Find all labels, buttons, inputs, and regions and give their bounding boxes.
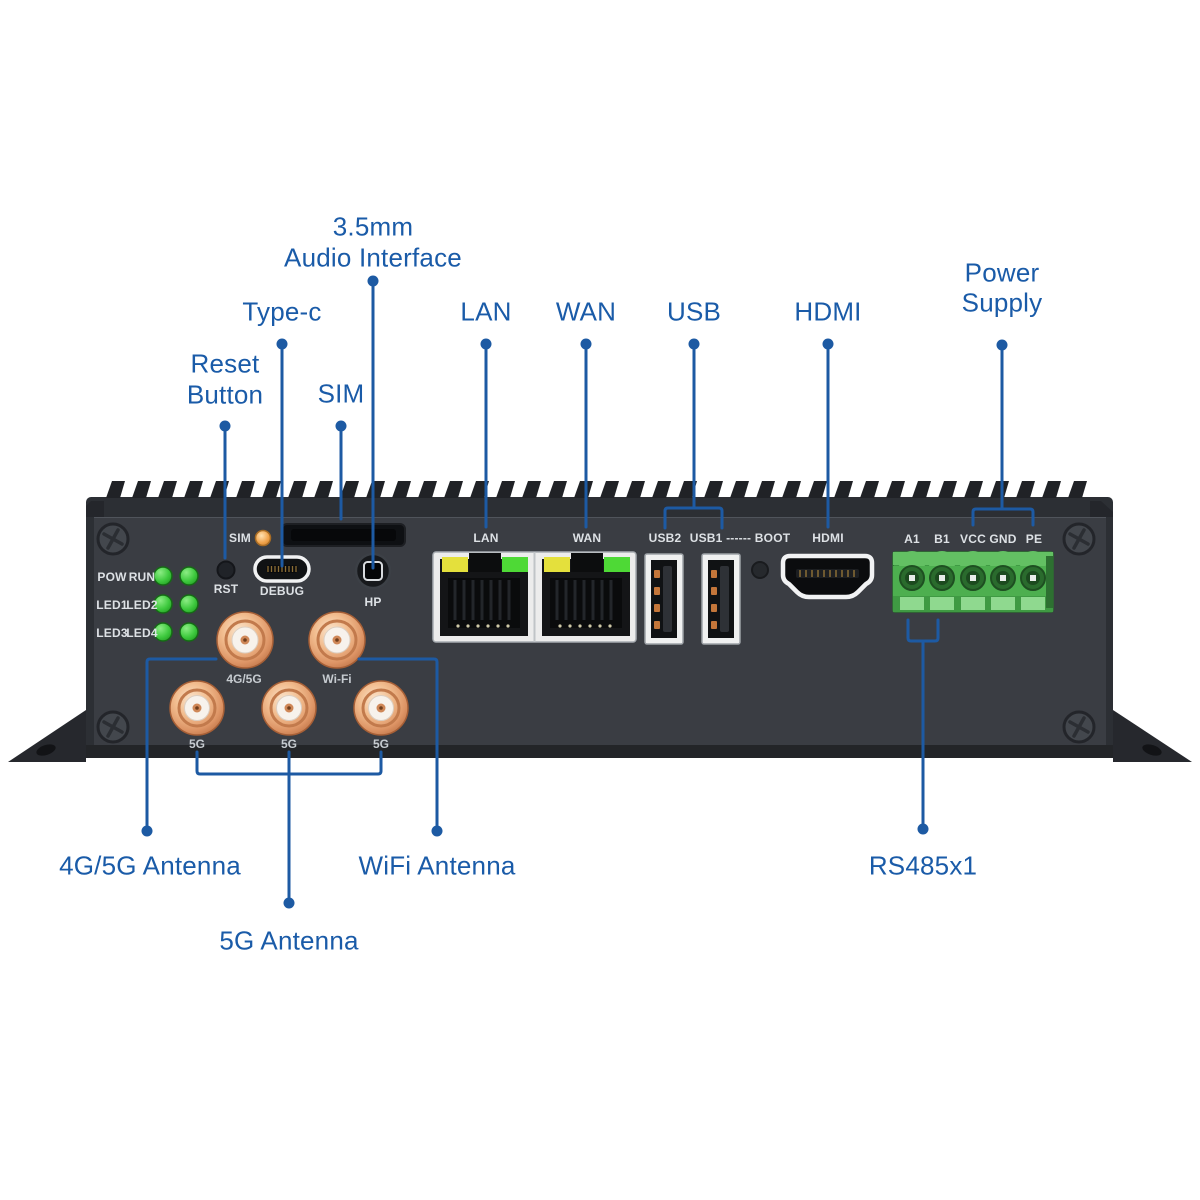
silkscreen-rst: RST <box>213 582 239 596</box>
silkscreen-usb2: USB2 <box>648 531 682 545</box>
callout-wifi-antenna: WiFi Antenna <box>358 850 516 881</box>
mounting-ear-right <box>1113 710 1192 762</box>
usb1-port <box>701 553 741 645</box>
silkscreen-4g5g: 4G/5G <box>226 672 262 686</box>
antenna-wifi-connector <box>308 611 366 669</box>
usb2-port <box>644 553 684 645</box>
hdmi-port <box>780 553 875 600</box>
callout-lines <box>145 279 1035 905</box>
callout-reset-line2: Button <box>186 379 264 410</box>
antenna-5g-connector-1 <box>169 680 225 736</box>
silkscreen-lan: LAN <box>473 531 499 545</box>
antenna-4g5g-connector <box>216 611 274 669</box>
headphone-jack <box>354 552 392 590</box>
ethernet-ports <box>432 551 637 643</box>
callout-reset-line1: Reset <box>190 348 260 379</box>
status-leds <box>153 566 199 642</box>
silkscreen-gnd: GND <box>989 532 1017 546</box>
callout-power-line2: Supply <box>961 287 1043 318</box>
callout-audio-line1: 3.5mm <box>332 211 414 242</box>
panel-screws <box>96 522 1096 744</box>
silkscreen-hp: HP <box>364 595 382 609</box>
silkscreen-debug: DEBUG <box>259 584 305 598</box>
boot-button <box>751 561 769 579</box>
silkscreen-run: RUN <box>128 570 156 584</box>
antenna-connectors <box>169 611 409 736</box>
callout-type-c: Type-c <box>242 296 322 327</box>
callout-dots <box>141 275 1008 909</box>
wan-port <box>542 553 630 636</box>
antenna-5g-connector-3 <box>353 680 409 736</box>
silkscreen-hdmi: HDMI <box>812 531 844 545</box>
silkscreen-sim: SIM <box>229 531 251 545</box>
silkscreen-pow: POW <box>97 570 127 584</box>
silkscreen-5g-1: 5G <box>188 737 206 751</box>
mounting-ear-left <box>8 710 86 762</box>
silkscreen-wifi: Wi-Fi <box>322 672 352 686</box>
silkscreen-led2: LED2 <box>126 598 158 612</box>
debug-type-c-port <box>253 555 311 583</box>
callout-4g5g-antenna: 4G/5G Antenna <box>59 850 241 881</box>
silkscreen-led3: LED3 <box>96 626 128 640</box>
silkscreen-a1: A1 <box>904 532 920 546</box>
silkscreen-pe: PE <box>1025 532 1043 546</box>
callout-rs485: RS485x1 <box>868 850 978 881</box>
heatsink-fins <box>104 481 1090 498</box>
sim-led <box>254 529 272 547</box>
silkscreen-5g-2: 5G <box>280 737 298 751</box>
callout-5g-antenna: 5G Antenna <box>219 925 359 956</box>
silkscreen-5g-3: 5G <box>372 737 390 751</box>
reset-button <box>216 560 236 580</box>
silkscreen-b1: B1 <box>934 532 950 546</box>
callout-sim: SIM <box>317 378 365 409</box>
callout-usb: USB <box>666 296 722 327</box>
callout-hdmi: HDMI <box>794 296 862 327</box>
silkscreen-vcc: VCC <box>960 532 986 546</box>
sim-slot-opening <box>291 529 396 541</box>
silkscreen-usb1-boot: USB1 ------ BOOT <box>689 531 791 545</box>
silkscreen-led1: LED1 <box>96 598 128 612</box>
silkscreen-led4: LED4 <box>126 626 158 640</box>
antenna-5g-connector-2 <box>261 680 317 736</box>
callout-wan: WAN <box>555 296 617 327</box>
callout-lan: LAN <box>460 296 512 327</box>
lan-port <box>440 553 528 636</box>
silkscreen-wan: WAN <box>572 531 602 545</box>
terminal-block <box>892 551 1054 613</box>
callout-power-line1: Power <box>964 257 1040 288</box>
callout-audio-line2: Audio Interface <box>284 242 462 273</box>
